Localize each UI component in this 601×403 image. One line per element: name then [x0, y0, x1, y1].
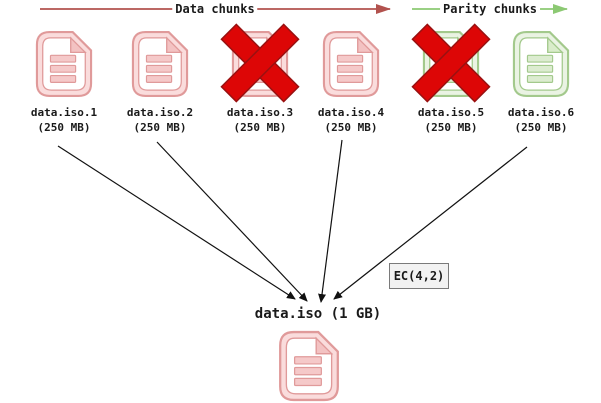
chunk-size: (250 MB) — [37, 121, 91, 134]
chunk-name: data.iso.1 — [30, 106, 98, 119]
chunk-size: (250 MB) — [233, 121, 287, 134]
failed-x-icon — [411, 23, 491, 103]
chunk-column-1: data.iso.1 (250 MB) — [16, 30, 112, 135]
ec-parameters-badge: EC(4,2) — [389, 263, 449, 289]
result-file — [278, 330, 340, 402]
chunk-name: data.iso.3 — [226, 106, 294, 119]
chunk-column-5: data.iso.5 (250 MB) — [403, 23, 499, 135]
arrow-chunk1-to-file — [57, 145, 296, 300]
chunk-column-6: data.iso.6 (250 MB) — [493, 30, 589, 135]
arrow-chunk4-to-file — [318, 139, 343, 303]
document-file-icon — [131, 30, 189, 98]
chunk-size: (250 MB) — [133, 121, 187, 134]
parity-chunks-header-label: Parity chunks — [440, 2, 540, 16]
chunk-name: data.iso.2 — [126, 106, 194, 119]
document-file-icon — [322, 30, 380, 98]
chunk-column-4: data.iso.4 (250 MB) — [303, 30, 399, 135]
chunk-column-3: data.iso.3 (250 MB) — [212, 23, 308, 135]
arrow-chunk2-to-file — [156, 141, 308, 302]
chunk-size: (250 MB) — [324, 121, 378, 134]
failed-x-icon — [220, 23, 300, 103]
document-file-icon — [35, 30, 93, 98]
chunk-size: (250 MB) — [424, 121, 478, 134]
data-chunks-header-label: Data chunks — [172, 2, 258, 16]
result-file-label: data.iso (1 GB) — [254, 306, 382, 322]
document-file-icon — [278, 330, 340, 402]
chunk-name: data.iso.5 — [417, 106, 485, 119]
document-file-icon — [512, 30, 570, 98]
chunk-size: (250 MB) — [514, 121, 568, 134]
chunk-name: data.iso.4 — [317, 106, 385, 119]
chunk-column-2: data.iso.2 (250 MB) — [112, 30, 208, 135]
chunk-name: data.iso.6 — [507, 106, 575, 119]
